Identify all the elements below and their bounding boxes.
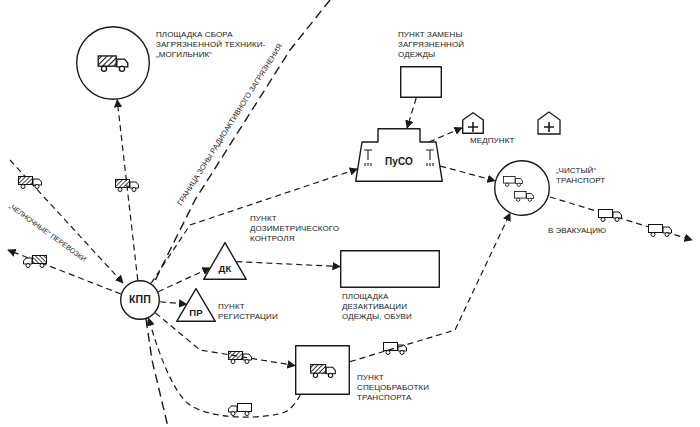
node-outline xyxy=(401,67,442,98)
node-outline xyxy=(76,26,150,100)
node-outline xyxy=(356,129,443,182)
clothing-change-box: ПУНКТ ЗАМЕНЫ ЗАГРЯЗНЕННОЙ ОДЕЖДЫ xyxy=(400,66,442,98)
medical-post: МЕДПУНКТ xyxy=(462,112,484,134)
collection-area-circle: ПЛОЩАДКА СБОРА ЗАГРЯЗНЕННОЙ ТЕХНИКИ-„МОГ… xyxy=(76,26,150,100)
clean-transport-circle: „ЧИСТЫЙ“ ТРАНСПОРТ xyxy=(494,160,550,216)
clothing-decon-area: ПЛОЩАДКА ДЕЗАКТИВАЦИИ ОДЕЖДЫ, ОБУВИ xyxy=(340,250,440,288)
flow-arrow xyxy=(149,318,301,417)
node-outline xyxy=(296,346,350,395)
truck-icon xyxy=(19,177,42,189)
truck-icon xyxy=(649,225,672,237)
node-caption: „ЧИСТЫЙ“ ТРАНСПОРТ xyxy=(556,166,636,186)
node-outline xyxy=(355,128,443,182)
node-title: КПП xyxy=(120,293,160,306)
node-outline xyxy=(177,289,216,322)
flow-arrow xyxy=(160,302,187,304)
node-outline xyxy=(204,243,247,280)
node-caption: ПУНКТ ЗАМЕНЫ ЗАГРЯЗНЕННОЙ ОДЕЖДЫ xyxy=(398,30,478,60)
route-label: В ЭВАКУАЦИЮ xyxy=(548,226,606,236)
shuttle-route xyxy=(8,250,121,294)
boundary-label: ГРАНИЦА ЗОНЫ РАДИОАКТИВНОГО ЗАГРЯЗНЕНИЯ xyxy=(176,42,285,207)
node-outline xyxy=(400,66,442,98)
node-title: ПуСО xyxy=(355,156,443,168)
registration-triangle: ПРПУНКТ РЕГИСТРАЦИИ xyxy=(176,288,216,322)
medical-cross xyxy=(468,122,478,132)
zone-boundary xyxy=(146,319,168,427)
node-title: ДК xyxy=(203,263,247,274)
checkpoint-circle: КПП xyxy=(120,280,160,320)
truck-icon xyxy=(98,56,128,71)
node-caption: МЕДПУНКТ xyxy=(470,136,540,146)
truck-icon xyxy=(599,210,622,222)
truck-icon xyxy=(24,256,47,268)
node-caption: ПУНКТ ДОЗИМЕТРИЧЕСКОГО КОНТРОЛЯ xyxy=(250,214,350,244)
shower-symbol xyxy=(364,150,372,166)
medical-cross xyxy=(544,122,554,132)
node-outline xyxy=(341,251,440,288)
house-icon xyxy=(538,112,560,134)
node-caption: ПУНКТ СПЕЦОБРАБОТКИ ТРАНСПОРТА xyxy=(357,373,447,403)
truck-icon xyxy=(229,352,252,364)
node-outline xyxy=(495,161,550,216)
flow-arrow xyxy=(236,262,340,267)
node-caption: ПУНКТ РЕГИСТРАЦИИ xyxy=(218,302,288,322)
node-outline xyxy=(121,281,160,320)
node-caption: ПЛОЩАДКА ДЕЗАКТИВАЦИИ ОДЕЖДЫ, ОБУВИ xyxy=(342,292,422,322)
flow-arrow xyxy=(440,166,495,181)
flow-arrow xyxy=(151,169,357,283)
decontamination-station: ПуСО xyxy=(355,128,443,182)
node-outline xyxy=(494,160,550,216)
truck-icon xyxy=(514,191,533,201)
flow-arrow xyxy=(117,100,138,280)
node-outline xyxy=(295,345,350,395)
node-outline xyxy=(462,112,484,134)
flow-arrow xyxy=(407,98,416,128)
truck-icon xyxy=(311,365,336,378)
route-label: „ЧЕЛНОЧНЫЕ“ ПЕРЕВОЗКИ xyxy=(8,201,89,263)
zone-boundary xyxy=(153,0,330,285)
node-outline xyxy=(340,250,440,288)
dosimetry-triangle: ДКПУНКТ ДОЗИМЕТРИЧЕСКОГО КОНТРОЛЯ xyxy=(203,242,247,280)
flow-arrow xyxy=(158,268,210,292)
truck-icon xyxy=(384,343,407,355)
truck-icon xyxy=(503,176,522,186)
node-outline xyxy=(463,113,484,134)
truck-icon xyxy=(229,404,252,416)
node-caption: ПЛОЩАДКА СБОРА ЗАГРЯЗНЕННОЙ ТЕХНИКИ-„МОГ… xyxy=(156,30,268,60)
flow-arrow xyxy=(429,128,462,142)
node-title: ПР xyxy=(176,307,216,318)
node-outline xyxy=(77,27,150,100)
node-outline xyxy=(203,242,247,280)
vehicle-treatment-box: ПУНКТ СПЕЦОБРАБОТКИ ТРАНСПОРТА xyxy=(295,345,350,395)
shower-symbol xyxy=(426,150,434,166)
